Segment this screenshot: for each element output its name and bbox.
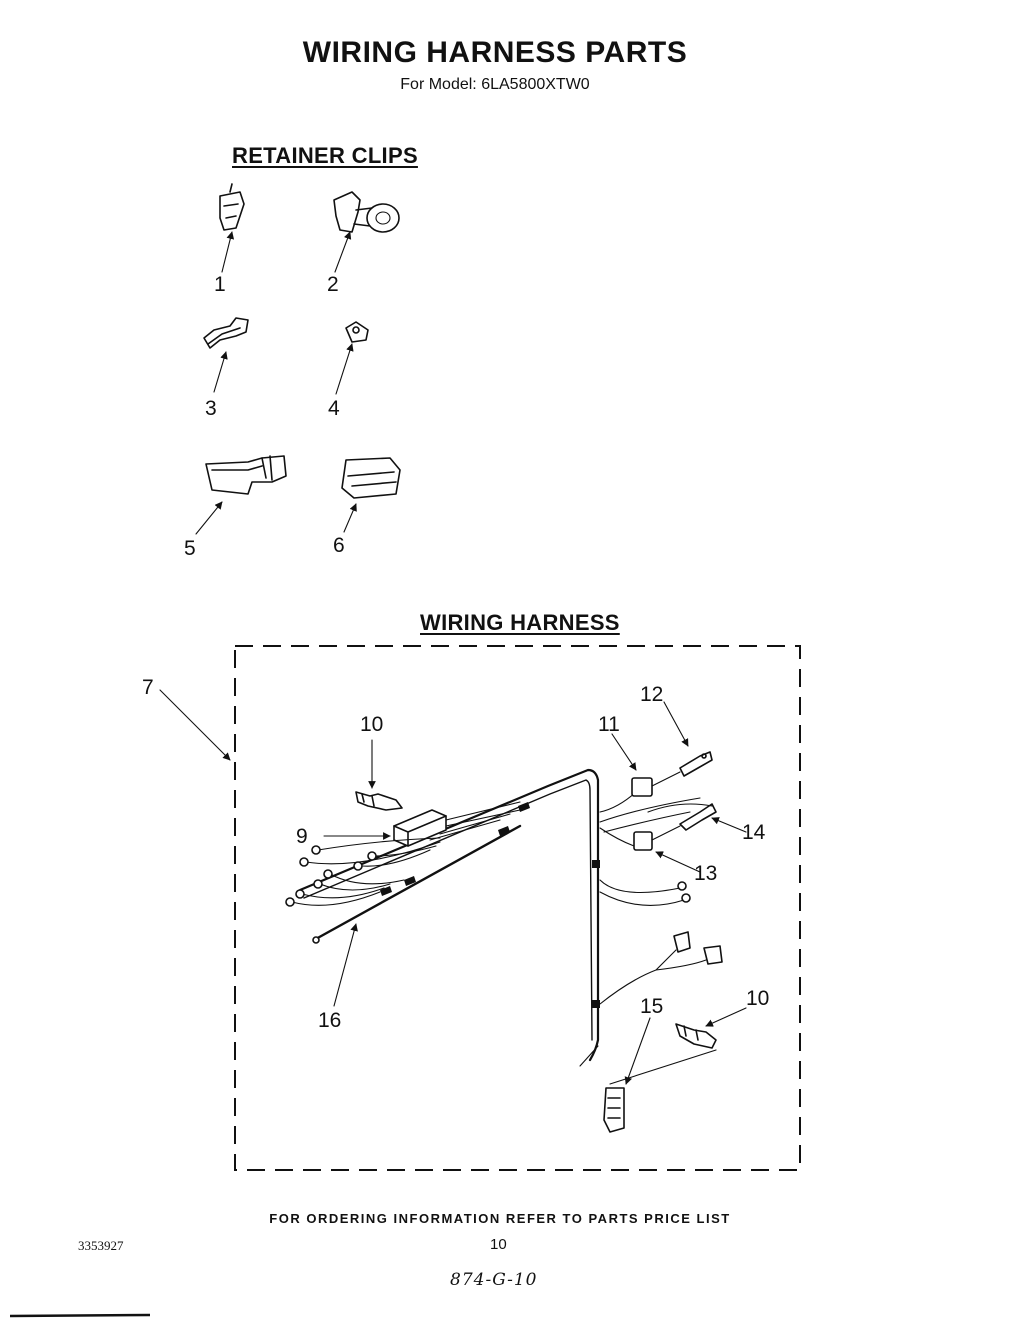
page-number: 10 <box>490 1236 507 1253</box>
connector-15 <box>579 1017 717 1133</box>
callout-11: 11 <box>598 713 620 736</box>
retainer-clip-1 <box>219 183 245 273</box>
connector-11 <box>599 733 681 813</box>
retainer-clip-4 <box>335 321 369 395</box>
callout-4: 4 <box>328 397 340 420</box>
wire-leads-right <box>599 879 723 1005</box>
document-number: 3353927 <box>78 1238 124 1253</box>
retainer-clip-6 <box>341 457 401 533</box>
retainer-clip-5 <box>195 455 287 535</box>
bottom-rule <box>9 1313 151 1318</box>
handwritten-note: 874-G-10 <box>450 1270 538 1290</box>
callout-14: 14 <box>742 821 766 844</box>
terminal-14 <box>599 797 747 833</box>
callout-16: 16 <box>318 1009 342 1032</box>
ordering-note: FOR ORDERING INFORMATION REFER TO PARTS … <box>269 1211 731 1226</box>
page-title: WIRING HARNESS PARTS <box>302 36 688 69</box>
callout-10-left: 10 <box>360 713 384 736</box>
model-subtitle: For Model: 6LA5800XTW0 <box>400 76 590 93</box>
block-connector-9 <box>323 801 521 847</box>
retainer-clip-2 <box>333 191 400 273</box>
harness-trunk <box>298 768 600 1062</box>
harness-frame <box>234 645 801 1171</box>
wiring-harness-heading: WIRING HARNESS <box>420 610 620 635</box>
callout-7-leader <box>159 689 231 761</box>
callout-13: 13 <box>694 862 718 885</box>
terminal-10-right <box>675 1007 747 1049</box>
callout-15: 15 <box>640 995 664 1018</box>
callout-6: 6 <box>333 534 345 557</box>
callout-3: 3 <box>205 397 217 420</box>
connector-13 <box>599 825 701 873</box>
wire-leads-left <box>285 837 441 944</box>
terminal-10-left <box>355 739 403 811</box>
callout-1: 1 <box>214 273 226 296</box>
retainer-clip-3 <box>203 317 249 393</box>
callout-12: 12 <box>640 683 664 706</box>
callout-16-leader <box>333 923 358 1007</box>
callout-10-right: 10 <box>746 987 770 1010</box>
callout-7: 7 <box>142 676 154 699</box>
terminal-12 <box>663 701 713 777</box>
callout-2: 2 <box>327 273 339 296</box>
callout-5: 5 <box>184 537 196 560</box>
callout-9: 9 <box>296 825 308 848</box>
retainer-clips-heading: RETAINER CLIPS <box>232 143 418 168</box>
